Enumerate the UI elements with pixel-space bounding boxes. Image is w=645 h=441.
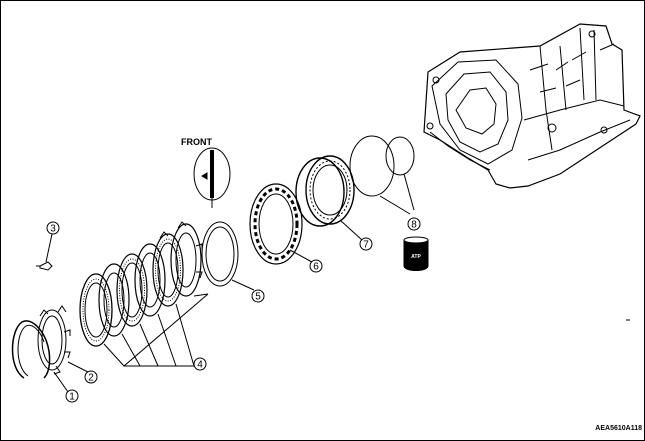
seal-rings-part bbox=[349, 135, 415, 215]
spring-retainer-part bbox=[249, 183, 313, 265]
dish-plate-part bbox=[201, 221, 255, 291]
figure-code: AEA5610A118 bbox=[595, 425, 642, 432]
callout-number-7: 7 bbox=[363, 240, 369, 251]
front-orientation-indicator bbox=[193, 147, 231, 208]
callout-circles bbox=[46, 217, 421, 403]
callout-number-3: 3 bbox=[50, 224, 56, 235]
clutch-pack-part bbox=[79, 221, 209, 367]
atp-label: ATP bbox=[411, 254, 421, 260]
callout-number-1: 1 bbox=[69, 392, 75, 403]
callout-number-4: 4 bbox=[197, 360, 203, 371]
callout-number-6: 6 bbox=[313, 262, 319, 273]
spring-part bbox=[36, 233, 53, 271]
retaining-plate-part bbox=[37, 305, 89, 375]
front-label: FRONT bbox=[181, 137, 212, 147]
snap-ring-part bbox=[11, 320, 69, 393]
callout-number-2: 2 bbox=[88, 373, 94, 384]
atp-fluid-bottle-icon bbox=[403, 236, 429, 271]
transmission-case-part bbox=[423, 23, 641, 189]
callout-number-8: 8 bbox=[411, 220, 417, 231]
callout-number-5: 5 bbox=[255, 292, 261, 303]
piston-part bbox=[295, 155, 363, 241]
